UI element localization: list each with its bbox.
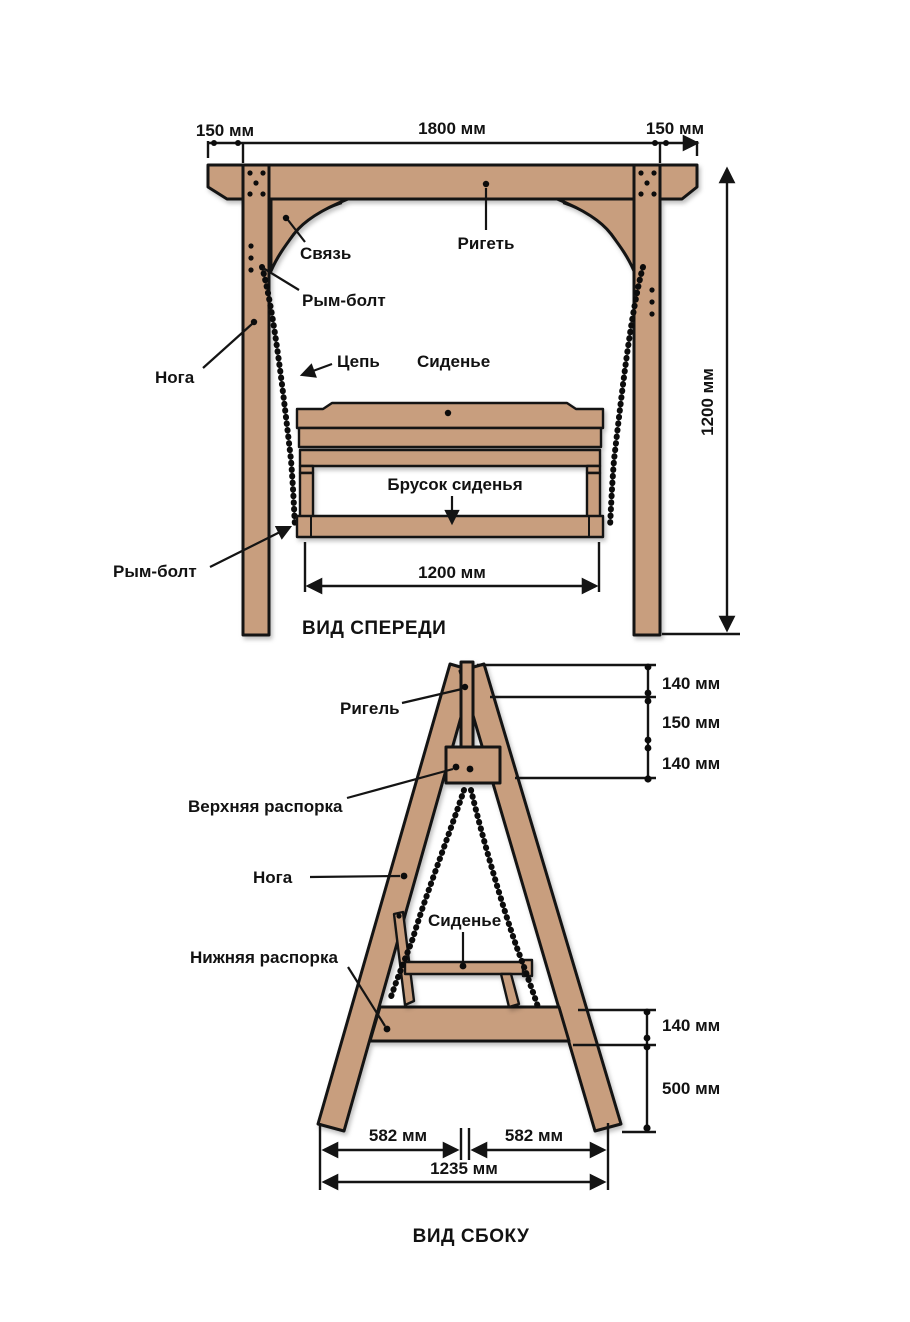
side-right-leg [458,662,623,1133]
side-top-dimensions: 140 мм 150 мм 140 мм [477,663,720,783]
side-left-leg [316,662,476,1133]
front-dim-height: 1200 мм [698,368,717,436]
front-crossbeam [206,163,699,201]
front-right-chain [607,264,646,530]
side-dim-spreader-140: 140 мм [662,754,720,773]
side-label-lower-spreader: Нижняя распорка [190,948,338,967]
side-label-beam: Ригель [340,699,400,718]
side-frame [316,660,623,1133]
front-right-brace-line [562,202,617,241]
front-height-dimension: 1200 мм [662,166,740,636]
front-left-chain [259,264,298,530]
side-front-chain [468,787,541,1010]
front-top-dimension: 150 мм 1800 мм 150 мм [196,119,704,163]
front-dim-seat-width: 1200 мм [418,563,486,582]
front-right-brace [555,197,636,273]
front-label-eye-bolt-bottom: Рым-болт [113,562,197,581]
seat-back-top-plank [295,401,605,430]
front-label-seat-bar: Брусок сиденья [387,475,522,494]
front-label-chain: Цепь [337,352,380,371]
front-label-eye-bolt-top: Рым-болт [302,291,386,310]
front-left-leg [241,163,271,637]
front-view: 150 мм 1800 мм 150 мм 1200 мм 1200 мм Ри… [113,119,740,639]
front-labels: Ригеть Связь Рым-болт Нога Цепь Сиденье … [113,180,523,639]
side-dim-gap-150: 150 мм [662,713,720,732]
side-label-seat: Сиденье [428,911,501,930]
front-dim-span: 1800 мм [418,119,486,138]
front-label-leg: Нога [155,368,195,387]
side-bolts [396,763,474,919]
side-view: 140 мм 150 мм 140 мм 140 мм 500 мм 582 м [188,660,720,1247]
side-dim-base-total: 1235 мм [430,1159,498,1178]
front-seat [295,401,605,539]
side-rear-chain [387,787,467,1003]
seat-back-second-plank [297,426,603,449]
side-label-leg: Нога [253,868,293,887]
front-label-seat: Сиденье [417,352,490,371]
side-base-dimensions: 582 мм 582 мм 1235 мм [318,1123,610,1191]
side-seat-plank [403,960,533,976]
side-bottom-dimensions: 140 мм 500 мм [573,1008,720,1134]
front-seat-dimension: 1200 мм [303,542,601,595]
side-dim-half-base-right: 582 мм [505,1126,563,1145]
side-crossbeam-end [459,660,475,750]
side-dim-beam-140: 140 мм [662,674,720,693]
front-frame [206,163,699,637]
front-right-leg [632,163,662,637]
seat-right-post [585,471,602,522]
seat-bottom-plank [295,514,605,539]
side-dim-lower-140: 140 мм [662,1016,720,1035]
side-view-title: ВИД СБОКУ [413,1226,530,1247]
side-seat-support [499,972,521,1009]
front-label-brace: Связь [300,244,351,263]
side-labels: Ригель Верхняя распорка Нога Сиденье Ниж… [188,683,530,1247]
front-bolts [247,170,657,317]
front-dim-right-overhang: 150 мм [646,119,704,138]
side-dim-half-base-left: 582 мм [369,1126,427,1145]
side-dim-clearance-500: 500 мм [662,1079,720,1098]
front-dim-left-overhang: 150 мм [196,121,254,140]
seat-back-rail [298,448,602,468]
side-label-upper-spreader: Верхняя распорка [188,797,343,816]
front-label-beam: Ригеть [458,234,515,253]
front-view-title: ВИД СПЕРЕДИ [302,618,446,639]
side-lower-spreader [368,1005,571,1043]
front-left-brace-line [288,202,343,241]
seat-left-post [298,471,315,522]
